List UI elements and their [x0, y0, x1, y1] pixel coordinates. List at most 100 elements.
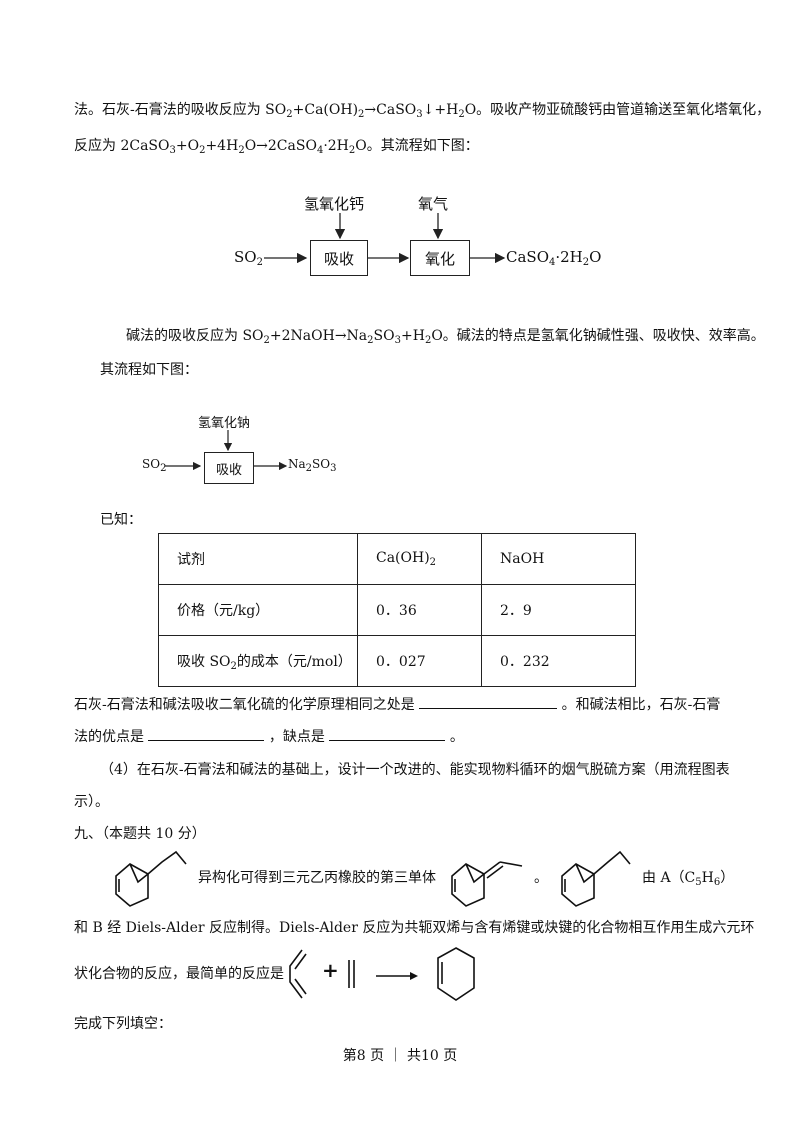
text: O→2CaSO [244, 138, 317, 154]
question3-line1: 石灰-石膏法和碱法吸收二氧化硫的化学原理相同之处是 。和碱法相比，石灰-石膏 [74, 694, 720, 715]
text: 由 A（C [642, 870, 696, 886]
table-row: 价格（元/kg） 0．36 2．9 [158, 584, 636, 636]
text: →CaSO [364, 102, 417, 118]
flow2-absorb-box: 吸收 [204, 452, 254, 484]
flow2-reagent-sodium-hydroxide: 氢氧化钠 [198, 416, 251, 431]
subscript: 3 [330, 463, 337, 474]
text: +H [400, 328, 425, 344]
flow1-output: CaSO4·2H2O [506, 248, 601, 268]
table-cell: 价格（元/kg） [158, 584, 358, 636]
subscript: 2 [305, 463, 313, 474]
para2-line2: 其流程如下图： [100, 362, 198, 378]
subscript: 6 [713, 877, 721, 888]
subscript: 2 [199, 145, 206, 156]
text: SO [234, 248, 257, 266]
text: SO [373, 328, 395, 344]
flow1-input: SO2 [234, 248, 263, 268]
text: ） [720, 870, 735, 886]
table-cell: 0．027 [357, 635, 482, 687]
section9-line4: 完成下列填空： [74, 1016, 172, 1032]
text: 的成本（元/mol） [236, 653, 352, 670]
ethylidene-norbornene-structure [451, 861, 523, 907]
text: 碱法的吸收反应为 SO [126, 328, 264, 344]
question3-line2: 法的优点是 ，缺点是 。 [74, 726, 464, 747]
section9-heading: 九、（本题共 10 分） [74, 826, 206, 842]
flow-arrows [264, 213, 506, 264]
text: ，缺点是 [268, 729, 325, 745]
page-footer: 第8 页 ｜ 共10 页 [342, 1048, 458, 1064]
question4-line1: （4）在石灰-石膏法和碱法的基础上，设计一个改进的、能实现物料循环的烟气脱硫方案… [100, 762, 730, 778]
table-cell: 0．232 [481, 635, 636, 687]
section9-line1-b: 由 A（C5H6） [642, 868, 734, 893]
text: +4H [205, 138, 239, 154]
text: 石灰-石膏法和碱法吸收二氧化硫的化学原理相同之处是 [74, 697, 415, 713]
section9-line3: 状化合物的反应，最简单的反应是 [74, 966, 284, 982]
text: SO [312, 457, 331, 471]
text: +O [175, 138, 200, 154]
text: 吸收 SO [177, 653, 231, 670]
subscript: 2 [238, 145, 245, 156]
subscript: 3 [416, 109, 423, 120]
question4-line2: 示）。 [74, 794, 109, 810]
subscript: 2 [458, 109, 465, 120]
table-cell: 吸收 SO2的成本（元/mol） [158, 635, 358, 687]
section9-line2: 和 B 经 Diels-Alder 反应制得。Diels-Alder 反应为共轭… [74, 920, 755, 936]
table-cell: 2．9 [481, 584, 636, 636]
text: ·2H [555, 248, 583, 266]
subscript: 2 [358, 109, 365, 120]
answer-blank[interactable] [148, 726, 265, 741]
text: SO [142, 457, 161, 471]
subscript: 2 [429, 557, 437, 568]
subscript: 2 [230, 660, 237, 672]
table-row: 吸收 SO2的成本（元/mol） 0．027 0．232 [158, 635, 636, 687]
subscript: 4 [316, 145, 324, 156]
table-header-cell: Ca(OH)2 [357, 533, 482, 585]
text: O。吸收产物亚硫酸钙由管道输送至氧化塔氧化， [464, 102, 771, 118]
subscript: 2 [286, 109, 293, 120]
text: 法的优点是 [74, 729, 144, 745]
known-label: 已知： [100, 512, 142, 528]
para2-line1: 碱法的吸收反应为 SO2+2NaOH→Na2SO3+H2O。碱法的特点是氢氧化钠… [126, 326, 765, 351]
section9-period: 。 [534, 870, 548, 886]
text: 法。石灰-石膏法的吸收反应为 SO [74, 102, 287, 118]
text: O。其流程如下图： [355, 138, 479, 154]
flow2-output: Na2SO3 [288, 457, 336, 474]
subscript: 2 [582, 257, 590, 268]
text: ·2H [323, 138, 349, 154]
text: O。碱法的特点是氢氧化钠碱性强、吸收快、效率高。 [431, 328, 765, 344]
flow1-reagent-oxygen: 氧气 [418, 195, 449, 213]
vinyl-norbornene-structure-2 [561, 850, 631, 907]
text: 。和碱法相比，石灰-石膏 [561, 697, 721, 713]
text: 。 [449, 729, 464, 745]
table-header-cell: 试剂 [158, 533, 358, 585]
flow2-input: SO2 [142, 457, 166, 474]
subscript: 2 [256, 257, 263, 268]
text: +Ca(OH) [292, 102, 359, 118]
answer-blank[interactable] [419, 694, 558, 709]
table-header-cell: NaOH [481, 533, 636, 585]
subscript: 4 [549, 257, 556, 268]
text: 反应为 2CaSO [74, 138, 170, 154]
table-row: 试剂 Ca(OH)2 NaOH [158, 533, 636, 585]
flow2-arrows [165, 430, 288, 471]
subscript: 2 [263, 335, 270, 346]
flow1-absorb-box: 吸收 [310, 240, 368, 276]
table-cell: 0．36 [357, 584, 482, 636]
flow-diagram-alkali: SO2 氢氧化钠 吸收 Na2SO3 [140, 408, 360, 488]
answer-blank[interactable] [329, 726, 446, 741]
text: CaSO [506, 248, 549, 266]
text: Ca(OH) [376, 550, 430, 566]
subscript: 2 [348, 145, 356, 156]
text: H [701, 870, 714, 886]
flow-diagram-lime: SO2 氢氧化钙 吸收 氧气 氧化 CaSO4·2H2O [230, 185, 610, 295]
reagent-cost-table: 试剂 Ca(OH)2 NaOH 价格（元/kg） 0．36 2．9 吸收 SO2… [158, 533, 636, 687]
text: ↓+H [422, 102, 459, 118]
subscript: 3 [169, 145, 176, 156]
plus-sign: + [322, 958, 339, 982]
para1-line1: 法。石灰-石膏法的吸收反应为 SO2+Ca(OH)2→CaSO3↓+H2O。吸收… [74, 100, 770, 125]
subscript: 2 [160, 463, 167, 474]
subscript: 2 [424, 335, 432, 346]
subscript: 5 [695, 877, 702, 888]
diels-alder-reaction-scheme [289, 947, 475, 1001]
text: +2NaOH→Na [269, 328, 368, 344]
